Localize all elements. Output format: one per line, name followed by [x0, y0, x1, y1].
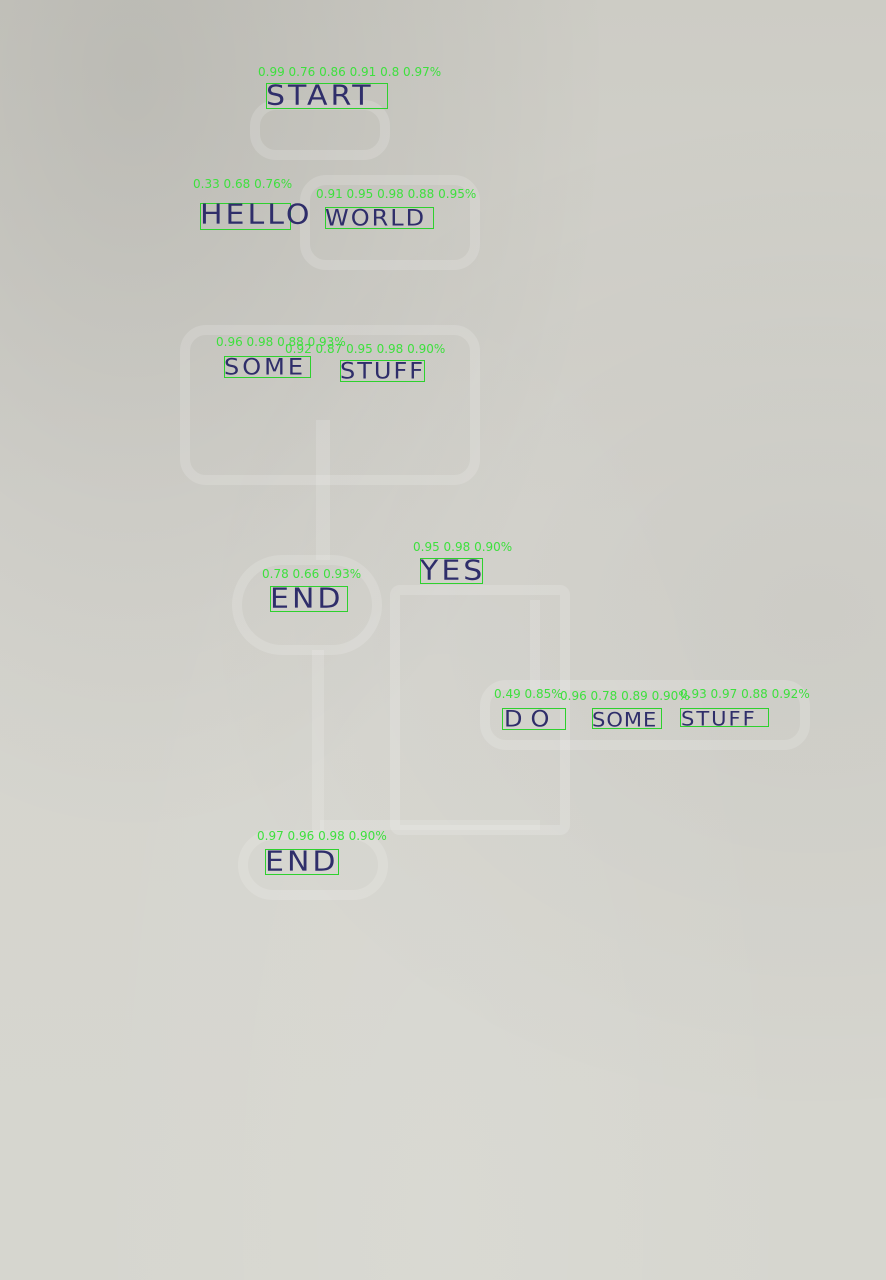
detection-box-do	[502, 708, 566, 730]
detection-box-world	[325, 207, 434, 229]
erased-connector	[530, 600, 540, 690]
erased-start-shape	[250, 100, 390, 160]
handwritten-word-some-2: SOME	[592, 708, 658, 732]
detection-box-start	[266, 83, 388, 109]
detection-box-end-1	[270, 586, 348, 612]
detection-label-hello: 0.33 0.68 0.76%	[193, 177, 293, 191]
detection-label-stuff-2: 0.93 0.97 0.88 0.92%	[680, 687, 810, 701]
handwritten-word-end-1: END	[270, 582, 344, 615]
detection-box-hello	[200, 203, 291, 230]
erased-process-shape-2	[480, 680, 810, 750]
handwritten-word-stuff-1: STUFF	[340, 358, 426, 384]
erased-connector	[320, 820, 540, 830]
detection-label-yes: 0.95 0.98 0.90%	[413, 540, 513, 554]
detection-label-some-1: 0.96 0.98 0.88 0.93%	[216, 335, 346, 349]
detection-label-do: 0.49 0.85%	[494, 687, 563, 701]
detection-box-stuff-1	[340, 360, 425, 382]
handwritten-word-world: WORLD	[325, 205, 427, 231]
erased-decision-shape	[180, 325, 480, 485]
detection-box-yes	[420, 558, 483, 584]
erased-connector	[312, 650, 324, 840]
handwritten-word-yes: YES	[420, 554, 486, 587]
handwritten-word-start: START	[266, 79, 374, 112]
handwritten-word-some-1: SOME	[224, 354, 306, 380]
handwritten-word-stuff-2: STUFF	[681, 707, 757, 731]
erased-end-shape	[232, 555, 382, 655]
handwritten-word-do: DO	[504, 706, 558, 732]
detection-label-world: 0.91 0.95 0.98 0.88 0.95%	[316, 187, 477, 201]
detection-label-end-1: 0.78 0.66 0.93%	[262, 567, 362, 581]
handwritten-word-hello: HELLO	[200, 198, 313, 231]
erased-end-shape-2	[238, 830, 388, 900]
detection-label-end-2: 0.97 0.96 0.98 0.90%	[257, 829, 387, 843]
detection-box-some-1	[224, 356, 311, 378]
detection-label-some-2: 0.96 0.78 0.89 0.90%	[560, 689, 690, 703]
detection-box-some-2	[592, 708, 662, 729]
detection-box-end-2	[265, 849, 339, 875]
detection-label-stuff-1: 0.92 0.87 0.95 0.98 0.90%	[285, 342, 446, 356]
erased-process-shape	[300, 175, 480, 270]
erased-connector	[316, 420, 330, 560]
handwritten-word-end-2: END	[265, 845, 339, 878]
detection-box-stuff-2	[680, 708, 769, 727]
detection-label-start: 0.99 0.76 0.86 0.91 0.8 0.97%	[258, 65, 442, 79]
